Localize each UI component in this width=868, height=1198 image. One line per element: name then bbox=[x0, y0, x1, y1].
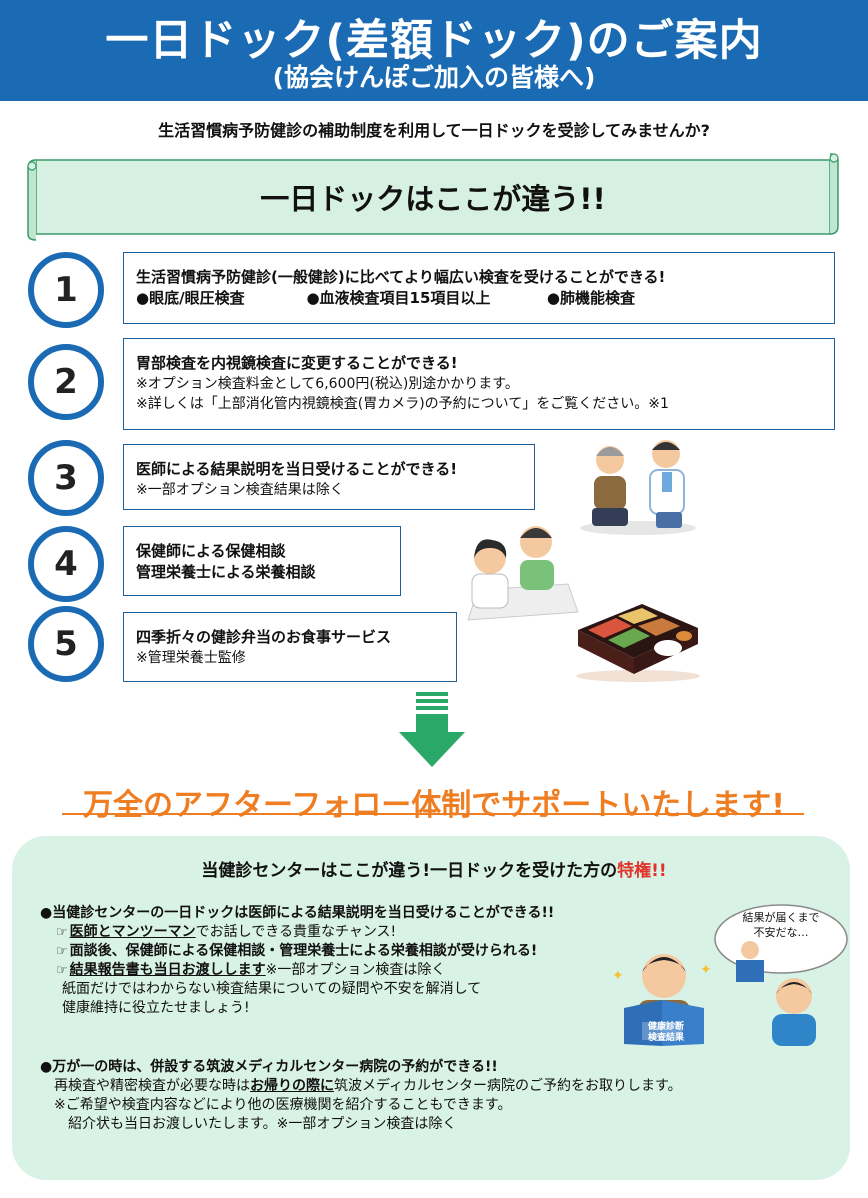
feature-box-3: 医師による結果説明を当日受けることができる! ※一部オプション検査結果は除く bbox=[123, 444, 535, 510]
worried-man-illustration bbox=[772, 978, 816, 1046]
number-circle-4: 4 bbox=[28, 526, 104, 602]
point-2-detail-1-rest: 筑波メディカルセンター病院のご予約をお取りします。 bbox=[334, 1078, 682, 1094]
point-1-detail-1: 紙面だけではわからない検査結果についての疑問や不安を解消して bbox=[62, 981, 482, 997]
panel-title-text: 当健診センターはここが違う!一日ドックを受けた方の bbox=[201, 861, 618, 881]
scroll-banner bbox=[27, 153, 839, 241]
feature-box-5: 四季折々の健診弁当のお食事サービス ※管理栄養士監修 bbox=[123, 612, 457, 682]
counseling-illustration bbox=[467, 526, 579, 621]
feature-5-heading: 四季折々の健診弁当のお食事サービス bbox=[136, 628, 392, 646]
down-arrow-icon bbox=[399, 692, 465, 767]
panel-title: 当健診センターはここが違う!一日ドックを受けた方の特権!! bbox=[0, 856, 868, 881]
svg-text:✦: ✦ bbox=[612, 968, 624, 984]
point-1-sub-a: ☞医師とマンツーマンでお話しできる貴重なチャンス! bbox=[56, 923, 396, 942]
point-1-sub-c: ☞結果報告書も当日お渡しします※一部オプション検査は除く bbox=[56, 961, 445, 980]
feature-2-note-price: ※オプション検査料金として6,600円(税込)別途かかります。 bbox=[136, 376, 519, 392]
point-1-sub-c-rest: ※一部オプション検査は除く bbox=[265, 962, 446, 978]
point-1-heading: ●当健診センターの一日ドックは医師による結果説明を当日受けることができる!! bbox=[40, 905, 555, 921]
number-circle-3: 3 bbox=[28, 440, 104, 516]
number-circle-1: 1 bbox=[28, 252, 104, 328]
point-1-sub-a-rest: でお話しできる貴重なチャンス! bbox=[195, 924, 397, 940]
feature-1-blood: ●血液検査項目15項目以上 bbox=[306, 289, 491, 307]
point-1-sub-c-underlined: 結果報告書も当日お渡しします bbox=[69, 962, 266, 978]
feature-3-heading: 医師による結果説明を当日受けることができる! bbox=[136, 460, 458, 478]
feature-box-1: 生活習慣病予防健診(一般健診)に比べてより幅広い検査を受けることができる! ●眼… bbox=[123, 252, 835, 324]
feature-1-fundus: ●眼底/眼圧検査 bbox=[136, 289, 245, 307]
lead-text: 生活習慣病予防健診の補助制度を利用して一日ドックを受診してみませんか? bbox=[158, 121, 710, 140]
panel-title-emphasis: 特権!! bbox=[617, 861, 667, 881]
feature-5-note: ※管理栄養士監修 bbox=[136, 650, 246, 666]
privilege-panel bbox=[12, 836, 850, 1180]
number-circle-5: 5 bbox=[28, 606, 104, 682]
feature-3-note: ※一部オプション検査結果は除く bbox=[136, 482, 344, 498]
point-2-detail-1: 再検査や精密検査が必要な時はお帰りの際に筑波メディカルセンター病院のご予約をお取… bbox=[54, 1077, 682, 1096]
feature-2-note-detail: ※詳しくは「上部消化管内視鏡検査(胃カメラ)の予約について」をご覧ください。※1 bbox=[136, 396, 669, 412]
results-book-label: 健康診断 検査結果 bbox=[647, 1022, 684, 1043]
feature-box-2: 胃部検査を内視鏡検査に変更することができる! ※オプション検査料金として6,60… bbox=[123, 338, 835, 430]
point-2-detail-2: ※ご希望や検査内容などにより他の医療機関を紹介することもできます。 bbox=[54, 1097, 512, 1113]
pointing-hand-icon: ☞ bbox=[56, 925, 68, 940]
feature-2-heading: 胃部検査を内視鏡検査に変更することができる! bbox=[136, 354, 458, 372]
happy-man-results-illustration: ✦ ✦ bbox=[612, 954, 712, 1046]
feature-box-4: 保健師による保健相談 管理栄養士による栄養相談 bbox=[123, 526, 401, 596]
point-2-heading: ●万が一の時は、併設する筑波メディカルセンター病院の予約ができる!! bbox=[40, 1059, 498, 1075]
header-bar: 一日ドック(差額ドック)のご案内 (協会けんぽご加入の皆様へ) bbox=[0, 0, 868, 101]
point-1-sub-a-underlined: 医師とマンツーマン bbox=[69, 924, 196, 940]
point-2-detail-3: 紹介状も当日お渡しいたします。※一部オプション検査は除く bbox=[68, 1116, 457, 1132]
point-1-detail-2: 健康維持に役立たせましょう! bbox=[62, 1000, 250, 1016]
slogan-text: 万全のアフターフォロー体制でサポートいたします! bbox=[83, 788, 785, 823]
number-circle-2: 2 bbox=[28, 344, 104, 420]
feature-1-lung: ●肺機能検査 bbox=[546, 289, 635, 307]
point-1-sub-b-text: 面談後、保健師による保健相談・管理栄養士による栄養相談が受けられる! bbox=[69, 943, 538, 959]
slogan-underline bbox=[62, 813, 804, 815]
feature-4-line1: 保健師による保健相談 bbox=[136, 542, 286, 560]
feature-4-line2: 管理栄養士による栄養相談 bbox=[136, 563, 316, 581]
point-2-detail-1-pre: 再検査や精密検査が必要な時は bbox=[54, 1078, 250, 1094]
bento-lunch-illustration bbox=[576, 604, 700, 682]
small-worried-figure-illustration bbox=[736, 941, 764, 982]
pointing-hand-icon: ☞ bbox=[56, 963, 68, 978]
thought-bubble-text: 結果が届くまで 不安だな… bbox=[742, 911, 820, 939]
svg-text:✦: ✦ bbox=[700, 962, 712, 978]
point-2-detail-1-underlined: お帰りの際に bbox=[250, 1078, 334, 1094]
pointing-hand-icon: ☞ bbox=[56, 944, 68, 959]
banner-title: 一日ドックはここが違う!! bbox=[260, 182, 606, 216]
page-subtitle: (協会けんぽご加入の皆様へ) bbox=[272, 63, 596, 92]
page-title: 一日ドック(差額ドック)のご案内 bbox=[105, 16, 763, 66]
feature-1-heading: 生活習慣病予防健診(一般健診)に比べてより幅広い検査を受けることができる! bbox=[136, 268, 666, 286]
doctor-consultation-illustration bbox=[580, 440, 696, 535]
point-1-sub-b: ☞面談後、保健師による保健相談・管理栄養士による栄養相談が受けられる! bbox=[56, 942, 537, 961]
